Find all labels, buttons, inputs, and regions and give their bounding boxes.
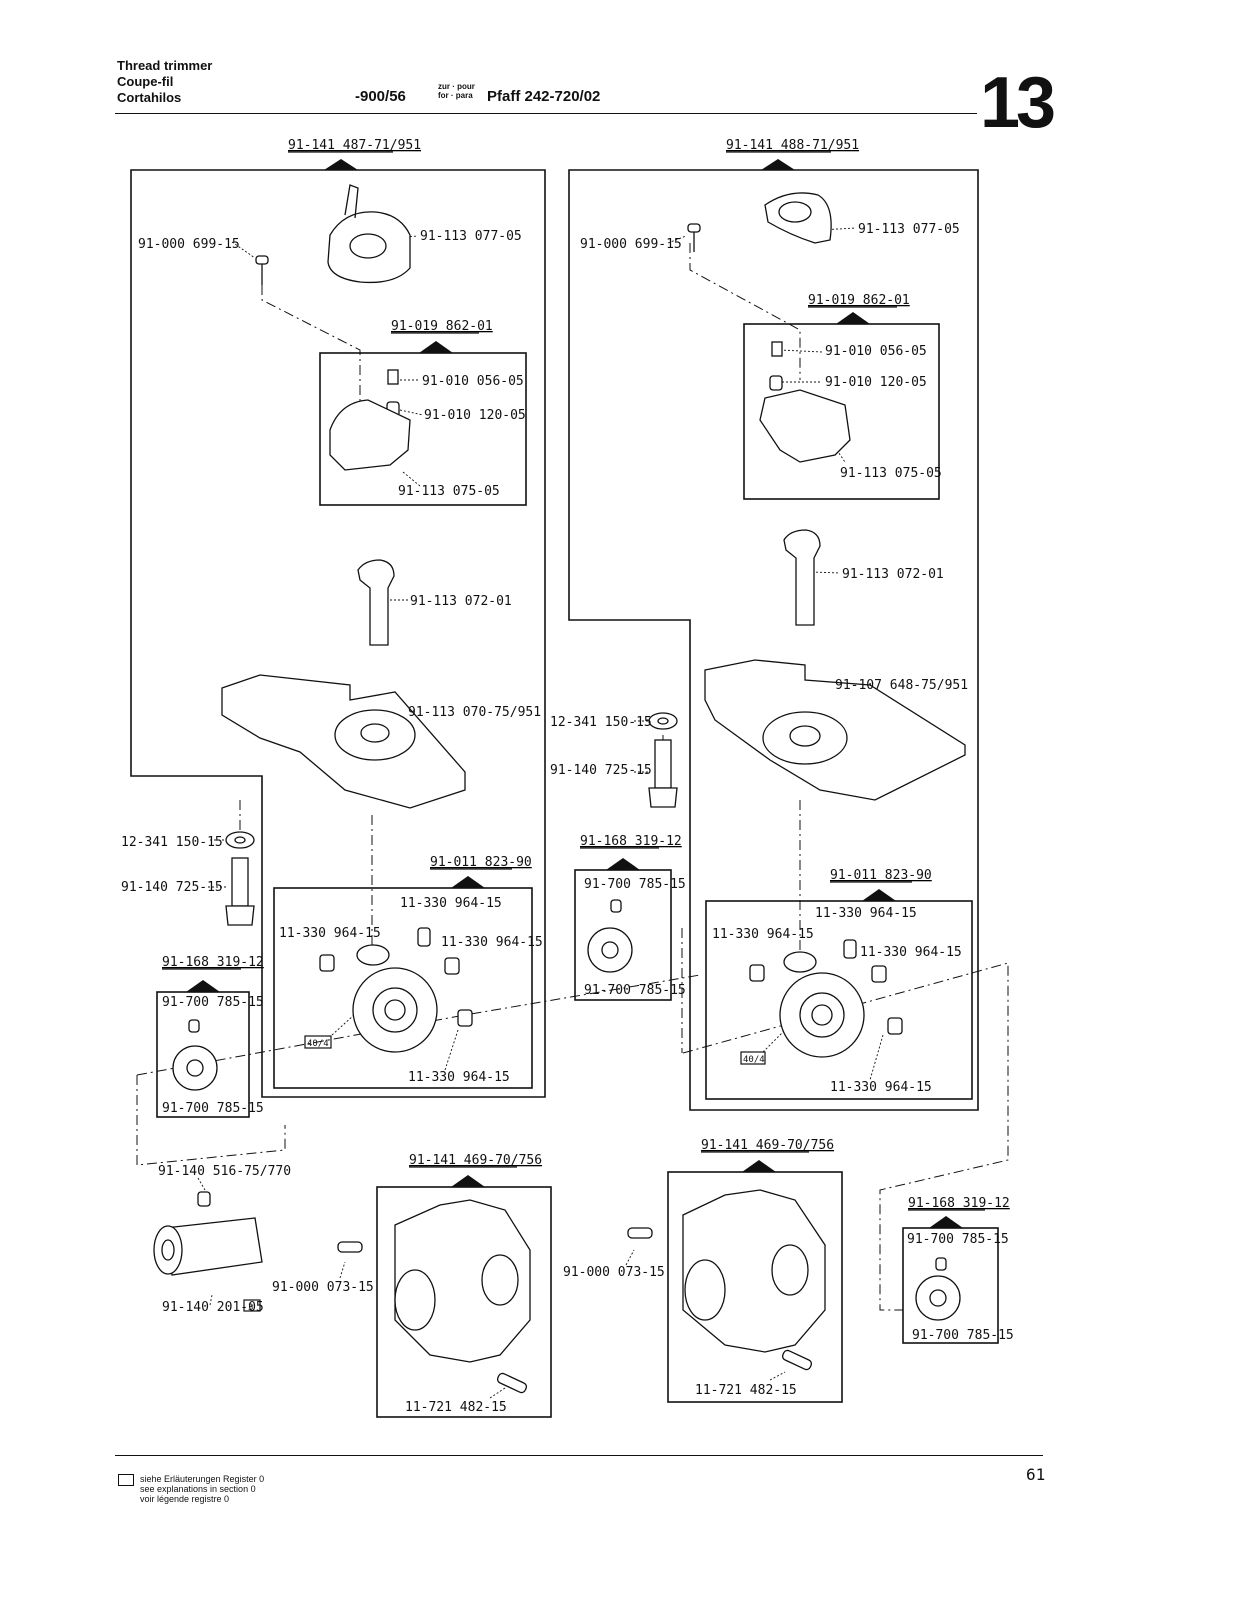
label-part: 11-330 964-15 xyxy=(408,1070,510,1085)
footnote-fr: voir légende registre 0 xyxy=(140,1494,230,1504)
label-part: 91-140 725-15 xyxy=(121,880,223,895)
for-label: zur · pour for · para xyxy=(438,82,475,100)
label-part: 91-113 072-01 xyxy=(842,567,944,582)
machine-name: Pfaff 242-720/02 xyxy=(487,88,601,105)
title-fr: Coupe-fil xyxy=(117,74,174,89)
label-part: 91-010 120-05 xyxy=(825,375,927,390)
label-part: 91-010 120-05 xyxy=(424,408,526,423)
label-part: 12-341 150-15 xyxy=(121,835,223,850)
label-part: 91-010 056-05 xyxy=(422,374,524,389)
label-left-sub-assembly: 91-019 862-01 xyxy=(391,319,493,334)
label-part: 91-000 699-15 xyxy=(580,237,682,252)
label-part: 91-010 056-05 xyxy=(825,344,927,359)
label-part: 91-113 075-05 xyxy=(840,466,942,481)
footnote-en: see explanations in section 0 xyxy=(140,1484,256,1494)
part-drawings xyxy=(153,184,966,1394)
label-left-gear-assembly: 91-011 823-90 xyxy=(430,855,532,870)
label-note-ref: 3 xyxy=(248,1303,253,1313)
assembly-markers xyxy=(186,159,963,1228)
label-part: 91-107 648-75/951 xyxy=(835,678,968,693)
label-part: 91-000 073-15 xyxy=(272,1280,374,1295)
title-es: Cortahilos xyxy=(117,90,182,105)
label-part: 91-113 077-05 xyxy=(858,222,960,237)
label-part: 11-330 964-15 xyxy=(441,935,543,950)
label-part: 91-140 201-05 xyxy=(162,1300,264,1315)
title-en: Thread trimmer xyxy=(117,58,213,73)
page-number: 61 xyxy=(1026,1465,1046,1484)
section-number: 13 xyxy=(980,63,1056,143)
footnote: siehe Erläuterungen Register 0 see expla… xyxy=(140,1474,264,1504)
label-part: 91-113 077-05 xyxy=(420,229,522,244)
right-gear-box xyxy=(705,900,973,1100)
right-main-frame xyxy=(568,169,979,1111)
for-en-es: for · para xyxy=(438,91,473,100)
label-part: 12-341 150-15 xyxy=(550,715,652,730)
footnote-de: siehe Erläuterungen Register 0 xyxy=(140,1474,265,1484)
title-block: Thread trimmer Coupe-fil Cortahilos xyxy=(117,58,212,106)
label-collar-left: 91-168 319-12 xyxy=(162,955,264,970)
label-part: 91-113 070-75/951 xyxy=(408,705,541,720)
label-part: 11-330 964-15 xyxy=(815,906,917,921)
model-number: -900/56 xyxy=(355,88,406,105)
label-collar-right: 91-168 319-12 xyxy=(908,1196,1010,1211)
label-collar-mid: 91-168 319-12 xyxy=(580,834,682,849)
label-part: 91-700 785-15 xyxy=(162,1101,264,1116)
label-part: 91-700 785-15 xyxy=(162,995,264,1010)
label-part: 91-700 785-15 xyxy=(584,877,686,892)
label-part: 91-700 785-15 xyxy=(912,1328,1014,1343)
label-part: 11-330 964-15 xyxy=(830,1080,932,1095)
label-part: 11-721 482-15 xyxy=(405,1400,507,1415)
left-gear-box xyxy=(273,887,533,1089)
label-part: 11-721 482-15 xyxy=(695,1383,797,1398)
label-gear-ratio: 40/4 xyxy=(307,1039,329,1049)
label-part: 91-113 072-01 xyxy=(410,594,512,609)
label-housing-left: 91-141 469-70/756 xyxy=(409,1153,542,1168)
label-right-gear-assembly: 91-011 823-90 xyxy=(830,868,932,883)
label-right-sub-assembly: 91-019 862-01 xyxy=(808,293,910,308)
label-housing-right: 91-141 469-70/756 xyxy=(701,1138,834,1153)
note-box xyxy=(243,1299,261,1312)
label-part: 91-000 699-15 xyxy=(138,237,240,252)
label-part: 91-113 075-05 xyxy=(398,484,500,499)
label-gear-ratio: 40/4 xyxy=(743,1055,765,1065)
label-part: 11-330 964-15 xyxy=(860,945,962,960)
label-part: 11-330 964-15 xyxy=(279,926,381,941)
label-part: 91-000 073-15 xyxy=(563,1265,665,1280)
footer-rule xyxy=(115,1455,1043,1456)
ratio-box-right xyxy=(740,1051,766,1065)
ratio-box-left xyxy=(304,1035,332,1049)
label-part: 11-330 964-15 xyxy=(400,896,502,911)
left-main-frame xyxy=(130,169,546,1098)
label-left-main-assembly: 91-141 487-71/951 xyxy=(288,138,421,153)
note-symbol xyxy=(118,1474,134,1486)
header-rule xyxy=(115,113,977,114)
label-right-main-assembly: 91-141 488-71/951 xyxy=(726,138,859,153)
label-part: 91-140 516-75/770 xyxy=(158,1164,291,1179)
label-part: 91-700 785-15 xyxy=(907,1232,1009,1247)
label-part: 11-330 964-15 xyxy=(712,927,814,942)
label-part: 91-140 725-15 xyxy=(550,763,652,778)
for-de-fr: zur · pour xyxy=(438,82,475,91)
label-part: 91-700 785-15 xyxy=(584,983,686,998)
